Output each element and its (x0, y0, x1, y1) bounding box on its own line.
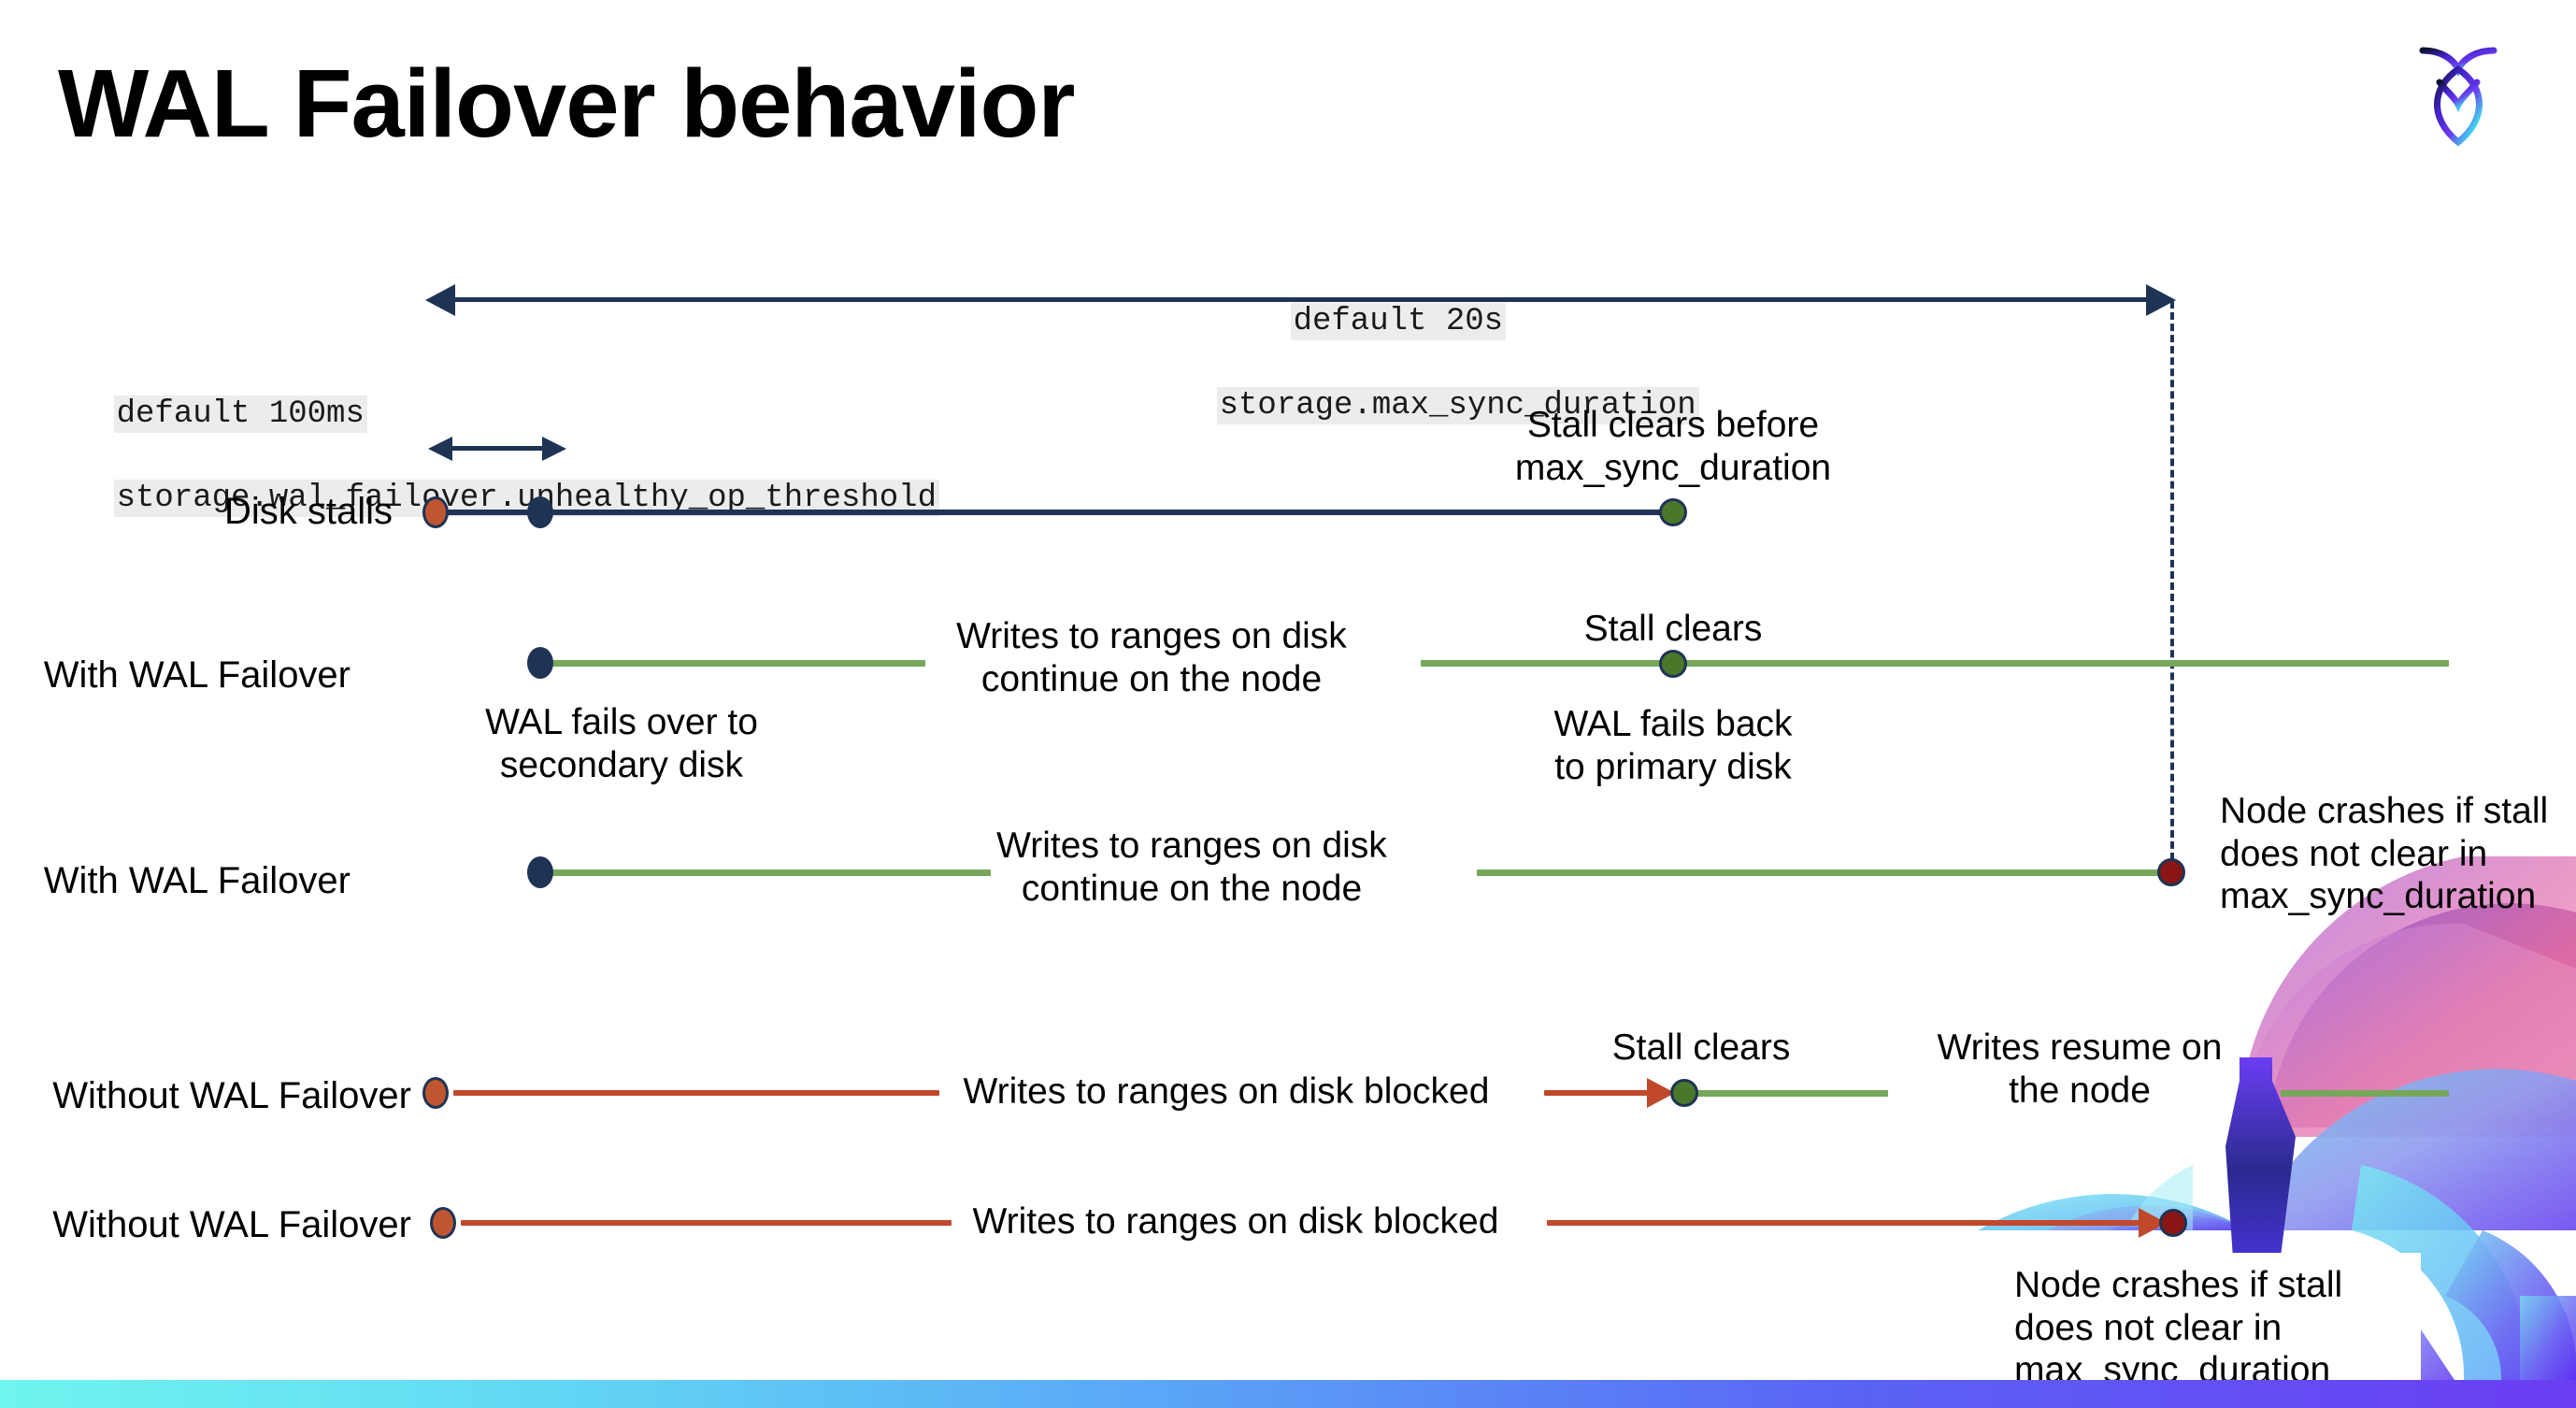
with-wal-failover-1-seg-b (1421, 660, 2449, 667)
with-wal-failover-1-seg-a (547, 660, 925, 667)
row-label-without-wal-failover-1: Without WAL Failover (52, 1075, 411, 1116)
max-sync-arrow-line (453, 297, 2168, 302)
max-sync-arrow-left-head (425, 284, 455, 316)
with-wal-failover-2-seg-b (1477, 869, 2168, 876)
note-stall-clears-1: Stall clears (1583, 609, 1763, 649)
row-label-disk-stalls: Disk stalls (223, 491, 393, 532)
note-wal-fails-over: WAL fails over to secondary disk (485, 702, 758, 785)
row-label-without-wal-failover-2: Without WAL Failover (52, 1204, 411, 1245)
without-wal-failover-1-seg-b (1544, 1090, 1656, 1096)
note-writes-blocked-1: Writes to ranges on disk blocked (963, 1071, 1490, 1112)
unhealthy-op-default-value: default 100ms (113, 395, 367, 433)
disk-stall-clear-dot (1659, 498, 1687, 526)
unhealthy-op-arrow-line (449, 446, 551, 451)
note-stall-clears-before-max-sync: Stall clears before max_sync_duration (1514, 405, 1832, 488)
note-node-crashes-1: Node crashes if stall does not clear in … (2220, 791, 2549, 917)
note-writes-resume: Writes resume on the node (1937, 1027, 2223, 1111)
row-label-with-wal-failover-1: With WAL Failover (43, 654, 351, 696)
max-sync-duration-label: default 20s storage.max_sync_duration (1140, 259, 1699, 468)
max-sync-default-value: default 20s (1290, 302, 1507, 340)
without-wal-failover-2-start-dot (430, 1207, 456, 1239)
row-label-with-wal-failover-2: With WAL Failover (43, 860, 351, 901)
with-wal-failover-2-seg-a (547, 869, 991, 876)
with-wal-failover-1-start-dot (527, 647, 553, 679)
with-wal-failover-2-start-dot (527, 856, 553, 888)
page-title: WAL Failover behavior (58, 50, 1076, 157)
without-wal-failover-1-clear-dot (1670, 1079, 1698, 1107)
without-wal-failover-1-seg-green2 (2281, 1090, 2449, 1097)
without-wal-failover-1-start-dot (422, 1077, 449, 1109)
with-wal-failover-2-crash-dot (2157, 858, 2185, 886)
note-writes-continue-1: Writes to ranges on disk continue on the… (956, 616, 1347, 699)
disk-stall-start-dot (422, 496, 449, 528)
without-wal-failover-1-seg-green (1696, 1090, 1888, 1097)
bottom-gradient-bar (0, 1380, 2576, 1408)
note-node-crashes-2: Node crashes if stall does not clear in … (2014, 1265, 2343, 1391)
unhealthy-op-arrow-right-head (542, 437, 566, 461)
without-wal-failover-2-seg-a (461, 1220, 952, 1226)
note-writes-blocked-2: Writes to ranges on disk blocked (972, 1201, 1499, 1242)
max-sync-setting-name: storage.max_sync_duration (1216, 386, 1699, 424)
cockroachdb-logo-icon (2402, 30, 2514, 151)
note-stall-clears-2: Stall clears (1611, 1027, 1791, 1068)
disk-stall-failover-dot (527, 496, 553, 528)
max-sync-dashed-connector (2170, 301, 2174, 871)
without-wal-failover-2-seg-b (1547, 1220, 2150, 1226)
note-writes-continue-2: Writes to ranges on disk continue on the… (996, 826, 1387, 909)
without-wal-failover-1-seg-a (453, 1090, 939, 1096)
unhealthy-op-threshold-label: default 100ms storage.wal_failover.unhea… (37, 352, 939, 561)
with-wal-failover-1-clear-dot (1659, 650, 1687, 678)
disk-stalls-timeline (439, 510, 1673, 515)
note-wal-fails-back: WAL fails back to primary disk (1553, 704, 1793, 787)
without-wal-failover-2-crash-dot (2159, 1209, 2187, 1237)
unhealthy-op-arrow-left-head (428, 437, 452, 461)
